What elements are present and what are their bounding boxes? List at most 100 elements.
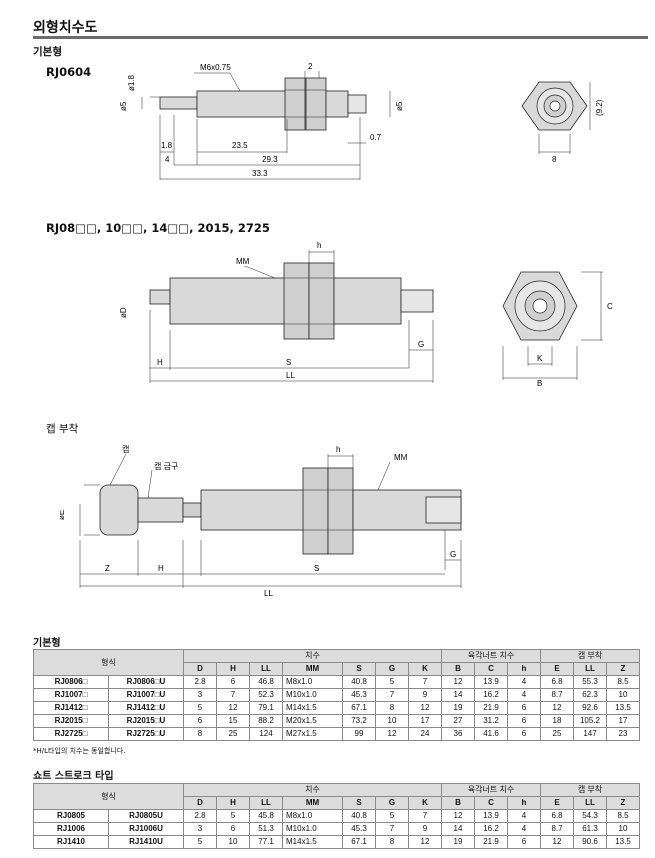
value-cell: 7 [216, 688, 250, 702]
value-cell: 19 [441, 835, 475, 849]
table1-group-dims: 치수 [183, 649, 442, 663]
dim-thread: M6x0.75 [200, 63, 231, 72]
value-cell: 31.2 [474, 714, 508, 728]
dim-LL: LL [286, 371, 295, 380]
value-cell: 5 [183, 701, 217, 715]
value-cell: 14 [441, 688, 475, 702]
dim-nut-width: 2 [308, 62, 313, 71]
dim-end-dia: ø5 [395, 101, 404, 111]
table2-col: G [375, 796, 409, 810]
value-cell: M27x1.5 [282, 727, 343, 741]
value-cell: 67.1 [342, 835, 376, 849]
value-cell: 12 [375, 727, 409, 741]
value-cell: M14x1.5 [282, 701, 343, 715]
value-cell: 8.7 [540, 822, 574, 836]
cap-type-label: 캡 부착 [46, 423, 79, 435]
rj0604-end-drawing: 8 (9.2) [521, 81, 604, 164]
value-cell: 6 [507, 727, 541, 741]
value-cell: M10x1.0 [282, 822, 343, 836]
value-cell: 9 [408, 822, 442, 836]
value-cell: 23 [606, 727, 640, 741]
value-cell: 6 [507, 714, 541, 728]
table1-group-nut: 육각너트 치수 [441, 649, 541, 663]
value-cell: 13.9 [474, 809, 508, 823]
value-cell: 17 [606, 714, 640, 728]
model-cell: RJ1007□ [33, 688, 109, 702]
value-cell: 17 [408, 714, 442, 728]
table1-col: S [342, 662, 376, 676]
value-cell: 5 [375, 809, 409, 823]
table1-col: B [441, 662, 475, 676]
dim-cap-S: S [314, 564, 319, 573]
model-cell: RJ1006U [108, 822, 184, 836]
dim-cap-LL: LL [264, 589, 273, 598]
value-cell: 147 [573, 727, 607, 741]
rj08-side-drawing: MM h øD H S G LL [119, 241, 434, 383]
dim-0-7: 0.7 [370, 133, 382, 142]
table1-col: H [216, 662, 250, 676]
value-cell: 21.9 [474, 835, 508, 849]
rj08-end-drawing: K B C [502, 271, 613, 388]
value-cell: 12 [441, 675, 475, 689]
value-cell: 55.3 [573, 675, 607, 689]
value-cell: 61.3 [573, 822, 607, 836]
value-cell: M8x1.0 [282, 809, 343, 823]
value-cell: 52.3 [249, 688, 283, 702]
value-cell: 7 [375, 822, 409, 836]
table1-col: E [540, 662, 574, 676]
dim-cap-Z: Z [105, 564, 110, 573]
table1-col: LL [249, 662, 283, 676]
value-cell: 5 [375, 675, 409, 689]
value-cell: 3 [183, 822, 217, 836]
dim-33-3: 33.3 [252, 169, 268, 178]
value-cell: 54.3 [573, 809, 607, 823]
value-cell: M20x1.5 [282, 714, 343, 728]
dim-C: C [607, 302, 613, 311]
value-cell: 90.6 [573, 835, 607, 849]
value-cell: 79.1 [249, 701, 283, 715]
model-cell: RJ2725□ [33, 727, 109, 741]
dim-29-3: 29.3 [262, 155, 278, 164]
table2-col: h [507, 796, 541, 810]
value-cell: 6 [216, 675, 250, 689]
title-divider [33, 36, 648, 39]
model-cell: RJ0805 [33, 809, 109, 823]
model-cell: RJ0805U [108, 809, 184, 823]
value-cell: 6.8 [540, 675, 574, 689]
value-cell: 21.9 [474, 701, 508, 715]
table1-col: D [183, 662, 217, 676]
value-cell: 92.6 [573, 701, 607, 715]
table2-col: C [474, 796, 508, 810]
value-cell: 8.5 [606, 809, 640, 823]
value-cell: 15 [216, 714, 250, 728]
table2-group-nut: 육각너트 치수 [441, 783, 541, 797]
table2-group-dims: 치수 [183, 783, 442, 797]
table1-col: LL [573, 662, 607, 676]
value-cell: 16.2 [474, 688, 508, 702]
value-cell: 12 [540, 701, 574, 715]
value-cell: 25 [540, 727, 574, 741]
cap-side-drawing: 캡 캡 금구 h MM øE Z H S G LL [60, 444, 462, 598]
table1-model-header: 형식 [33, 649, 184, 676]
table2-col: E [540, 796, 574, 810]
table2-col: LL [249, 796, 283, 810]
table2-col: B [441, 796, 475, 810]
value-cell: 5 [216, 809, 250, 823]
table1-col: Z [606, 662, 640, 676]
value-cell: 41.6 [474, 727, 508, 741]
model-cell: RJ1412□ [33, 701, 109, 715]
table1-col: G [375, 662, 409, 676]
value-cell: 12 [408, 701, 442, 715]
value-cell: 3 [183, 688, 217, 702]
dim-H: H [157, 358, 163, 367]
dim-cap-oe: øE [60, 510, 66, 520]
value-cell: 8 [375, 835, 409, 849]
value-cell: 6 [216, 822, 250, 836]
value-cell: 14 [441, 822, 475, 836]
